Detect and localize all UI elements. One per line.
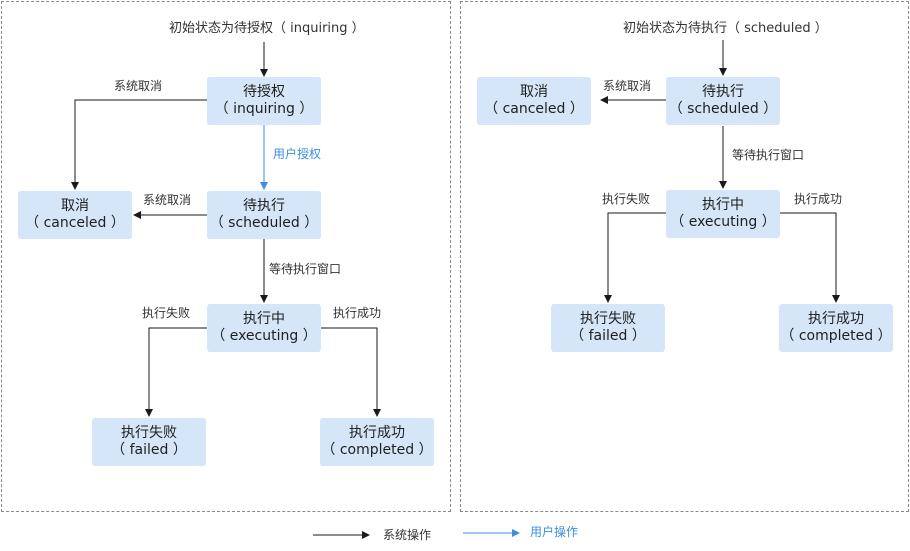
left-node-completed: 执行成功 （ completed ） (320, 418, 434, 466)
right-label-system-cancel: 系统取消 (603, 79, 652, 93)
node-name: 执行中 (243, 311, 285, 327)
node-code: （ scheduled ） (209, 215, 319, 231)
legend-user-label: 用户操作 (530, 525, 579, 539)
node-code: （ executing ） (211, 328, 317, 344)
right-label-wait-window: 等待执行窗口 (732, 148, 805, 162)
left-node-scheduled: 待执行 （ scheduled ） (207, 191, 321, 239)
node-code: （ completed ） (780, 328, 892, 344)
right-label-exec-success: 执行成功 (794, 192, 843, 206)
right-node-completed: 执行成功 （ completed ） (779, 304, 893, 352)
node-code: （ scheduled ） (668, 101, 778, 117)
left-label-system-cancel-1: 系统取消 (114, 79, 163, 93)
node-code: （ completed ） (321, 442, 433, 458)
node-name: 待授权 (243, 84, 285, 100)
node-name: 取消 (61, 198, 89, 214)
left-node-inquiring: 待授权 （ inquiring ） (207, 77, 321, 125)
left-label-user-authorize: 用户授权 (273, 147, 322, 161)
node-code: （ canceled ） (25, 215, 125, 231)
right-initial-label: 初始状态为待执行（ scheduled ） (623, 21, 828, 36)
left-label-exec-failed: 执行失败 (142, 306, 191, 320)
node-name: 待执行 (702, 84, 744, 100)
node-name: 取消 (520, 84, 548, 100)
node-name: 执行中 (702, 197, 744, 213)
node-name: 执行成功 (808, 311, 864, 327)
left-node-failed: 执行失败 （ failed ） (92, 418, 206, 466)
left-edge-executing-failed (145, 327, 207, 417)
node-code: （ failed ） (111, 442, 187, 458)
right-edge-executing-failed (604, 212, 666, 303)
left-node-canceled: 取消 （ canceled ） (18, 191, 132, 239)
left-node-executing: 执行中 （ executing ） (207, 304, 321, 352)
node-name: 待执行 (243, 198, 285, 214)
right-label-exec-failed: 执行失败 (602, 192, 651, 206)
node-code: （ inquiring ） (214, 101, 314, 117)
left-initial-label: 初始状态为待授权（ inquiring ） (169, 21, 365, 36)
left-panel (1, 1, 451, 512)
node-code: （ executing ） (670, 214, 776, 230)
left-edge-executing-completed (321, 327, 381, 417)
left-label-wait-window: 等待执行窗口 (269, 262, 342, 276)
legend-system-label: 系统操作 (383, 528, 432, 542)
right-panel (460, 1, 909, 512)
right-node-executing: 执行中 （ executing ） (666, 190, 780, 238)
node-name: 执行失败 (121, 425, 177, 441)
node-name: 执行失败 (580, 311, 636, 327)
node-name: 执行成功 (349, 425, 405, 441)
left-edge-inquiring-canceled (71, 99, 207, 190)
node-code: （ canceled ） (484, 101, 584, 117)
node-code: （ failed ） (570, 328, 646, 344)
right-node-failed: 执行失败 （ failed ） (551, 304, 665, 352)
right-node-canceled: 取消 （ canceled ） (477, 77, 591, 125)
left-label-exec-success: 执行成功 (333, 306, 382, 320)
right-node-scheduled: 待执行 （ scheduled ） (666, 77, 780, 125)
right-edge-executing-completed (780, 212, 840, 303)
left-label-system-cancel-2: 系统取消 (143, 193, 192, 207)
